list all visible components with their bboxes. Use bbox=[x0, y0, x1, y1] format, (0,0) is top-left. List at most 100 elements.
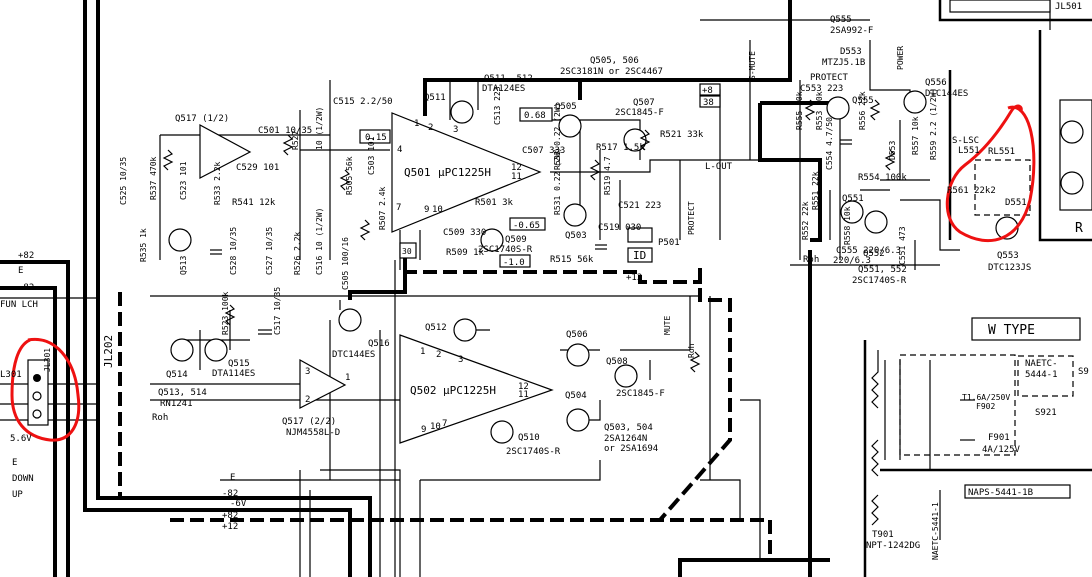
label-q556: Q556 bbox=[925, 78, 947, 88]
label-q517b: Q517 (2/2) bbox=[282, 417, 336, 427]
label-c553: C553 223 bbox=[800, 84, 843, 94]
transistor-q513 bbox=[168, 228, 192, 252]
label-q501: Q501 bbox=[404, 166, 431, 179]
label-e: E bbox=[18, 266, 23, 276]
transistor-q511 bbox=[450, 100, 474, 124]
box-plus8 bbox=[699, 83, 721, 96]
label-q510: Q510 bbox=[518, 433, 540, 443]
label-naetc-vertical: NAETC-5441-1 bbox=[931, 502, 940, 560]
label-m6v: -6V bbox=[230, 499, 247, 509]
label-pin2: 2 bbox=[428, 123, 433, 133]
label-power: POWER bbox=[896, 46, 905, 70]
label-q503-part2: or 2SA1694 bbox=[604, 444, 658, 454]
label-r526: R526 2.2k bbox=[293, 231, 302, 275]
transistor-q505 bbox=[558, 114, 582, 138]
label-q502-part: μPC1225H bbox=[443, 384, 496, 397]
label-r507: R507 2.4k bbox=[378, 186, 387, 230]
label-jl501: JL501 bbox=[1055, 2, 1082, 12]
transistor-q515 bbox=[204, 338, 228, 362]
label-l301: L301 bbox=[0, 370, 22, 380]
label-r561: R561 22k2 bbox=[947, 186, 996, 196]
label-c501: C501 10/35 bbox=[258, 126, 312, 136]
label-q510-part: 2SC1740S-R bbox=[506, 447, 561, 457]
label-q517b-part: NJM4558L-D bbox=[286, 428, 340, 438]
label-r517: R517 1.5k bbox=[596, 143, 645, 153]
label-box-38: 38 bbox=[703, 98, 714, 108]
label-protect-vertical: PROTECT bbox=[687, 201, 696, 235]
label-c555: C555 220/6.3 bbox=[836, 246, 901, 256]
label-c525: C525 10/35 bbox=[119, 157, 128, 205]
label-q555-right: Q555 bbox=[852, 96, 874, 106]
red-annotations bbox=[10, 104, 1036, 442]
jl301-pin3 bbox=[32, 409, 42, 419]
label-c554: C554 4.7/50 bbox=[825, 117, 834, 170]
label-q502: Q502 bbox=[410, 384, 437, 397]
label-box-minus1.0: -1.0 bbox=[503, 258, 525, 268]
transistor-q510 bbox=[490, 420, 514, 444]
label-minus82: -82 bbox=[18, 283, 34, 293]
label-protect: PROTECT bbox=[810, 73, 849, 83]
label-pin3: 3 bbox=[453, 125, 458, 135]
label-q505-line2: 2SC3181N or 2SC4467 bbox=[560, 67, 663, 77]
label-q501-part: μPC1225H bbox=[438, 166, 491, 179]
text-labels: Q555 2SA992-F JL501 D553 MTZJ5.1B POWER … bbox=[0, 2, 1089, 560]
connector-p501 bbox=[627, 227, 653, 243]
label-f901: F901 bbox=[988, 433, 1010, 443]
transistor-q508 bbox=[614, 364, 638, 388]
label-5.6v: 5.6V bbox=[10, 434, 32, 444]
label-naetc: NAETC- bbox=[1025, 359, 1058, 369]
jl301-pin2 bbox=[32, 391, 42, 401]
label-q555-part: 2SA992-F bbox=[830, 26, 873, 36]
label-r537: R537 470k bbox=[149, 156, 158, 200]
label-r552: R552 22k bbox=[801, 201, 810, 240]
label-q553-part: DTC123JS bbox=[988, 263, 1031, 273]
label-pin4: 4 bbox=[397, 145, 402, 155]
label-q505-line1: Q505, 506 bbox=[590, 56, 639, 66]
ic-q501 bbox=[391, 112, 542, 233]
label-c528: C528 10/35 bbox=[229, 227, 238, 275]
label-c507: C507 333 bbox=[522, 146, 565, 156]
transistor-q551 bbox=[840, 200, 864, 224]
label-pin12: 12 bbox=[511, 163, 522, 173]
ic-q502 bbox=[399, 334, 554, 444]
transistor-q506 bbox=[566, 343, 590, 367]
passive-component-marks bbox=[162, 99, 975, 540]
box-0.15 bbox=[359, 129, 391, 144]
label-jl301: JL301 bbox=[43, 348, 52, 372]
transistor-q503 bbox=[563, 203, 587, 227]
label-f901v: 4A/125V bbox=[982, 445, 1021, 455]
box-38 bbox=[699, 95, 721, 108]
box-30 bbox=[399, 242, 417, 259]
label-roh-lower: Roh bbox=[687, 343, 696, 358]
label-q514: Q514 bbox=[166, 370, 188, 380]
label-c555-2: 220/6.3 bbox=[833, 256, 871, 266]
naps-box bbox=[964, 484, 1071, 499]
label-op-pin2: 2 bbox=[305, 395, 310, 405]
label-q502-pin7: 7 bbox=[442, 419, 447, 429]
label-q502-pin11: 11 bbox=[518, 390, 529, 400]
label-naps: NAPS-5441-1B bbox=[968, 488, 1033, 498]
label-r509: R509 1k bbox=[446, 248, 485, 258]
label-s9: S9 bbox=[1078, 367, 1089, 377]
label-box-0.68: 0.68 bbox=[524, 111, 546, 121]
label-box-30: 30 bbox=[402, 247, 412, 256]
label-p501: P501 bbox=[658, 238, 680, 248]
label-q511-line1: Q511, 512 bbox=[484, 74, 533, 84]
label-l551: L551 bbox=[958, 146, 980, 156]
label-r556: R556 22k bbox=[858, 91, 867, 130]
label-q509: Q509 bbox=[505, 235, 527, 245]
label-e-lower: E bbox=[230, 473, 235, 483]
label-r554: R554 100k bbox=[858, 173, 907, 183]
label-q556-part: DTC144ES bbox=[925, 89, 968, 99]
label-c515: C515 2.2/50 bbox=[333, 97, 393, 107]
label-r521: R521 33k bbox=[660, 130, 704, 140]
red-loop-jl301 bbox=[10, 337, 81, 442]
label-c529: C529 101 bbox=[236, 163, 279, 173]
label-r505: R505 56k bbox=[345, 156, 354, 195]
connector-id bbox=[627, 247, 653, 263]
label-q509-part: 2SC1740S-R bbox=[478, 245, 533, 255]
label-op-pin3: 3 bbox=[305, 367, 310, 377]
label-d551: D551 bbox=[1005, 198, 1027, 208]
label-r501: R501 3k bbox=[475, 198, 514, 208]
